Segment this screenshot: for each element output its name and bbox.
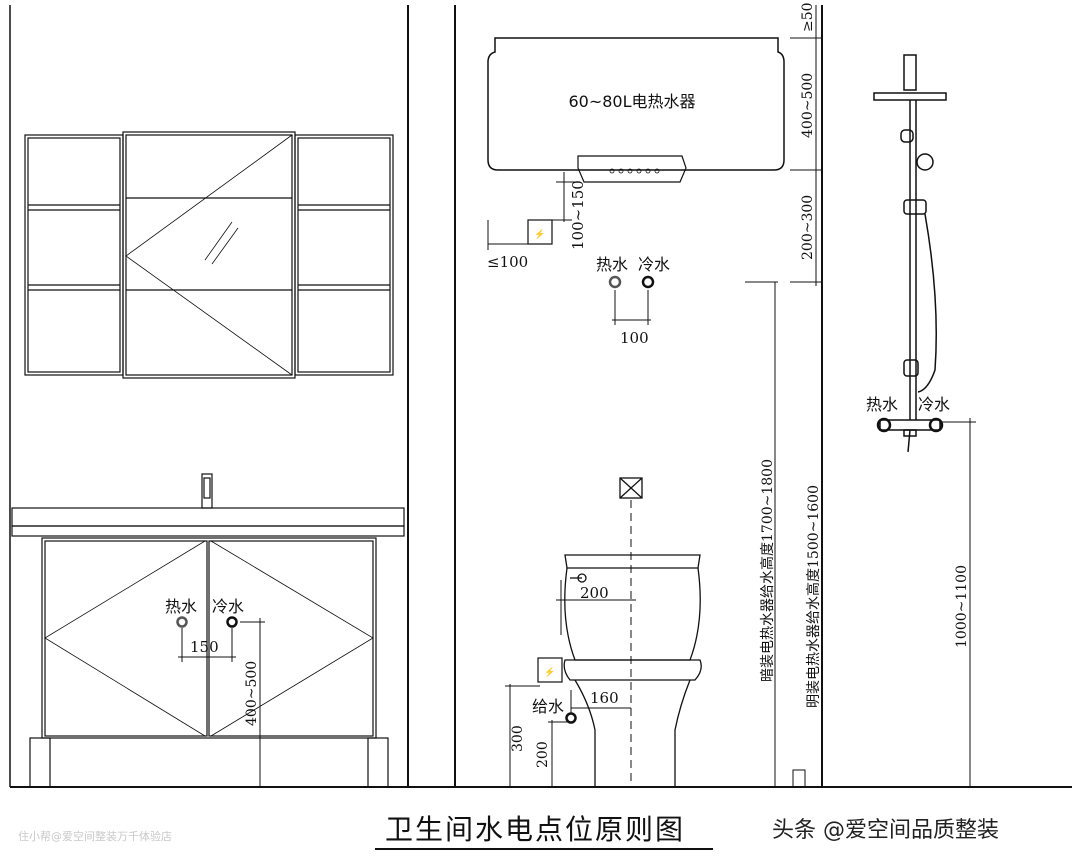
toilet-supply-point-icon bbox=[565, 712, 577, 724]
dim-concealed-height: 暗装电热水器给水高度1700~1800 bbox=[759, 459, 776, 682]
socket-toilet: ⚡ bbox=[537, 657, 563, 683]
hot-water-point-icon bbox=[608, 275, 622, 289]
svg-text:⚡: ⚡ bbox=[534, 228, 545, 240]
shower-cold-label: 冷水 bbox=[918, 395, 950, 414]
basin-hot-label: 热水 bbox=[165, 597, 197, 616]
cold-water-point-icon bbox=[641, 275, 655, 289]
heater-label: 60~80L电热水器 bbox=[568, 92, 695, 111]
dim-socket-offset: 100~150 bbox=[569, 180, 587, 250]
water-heater bbox=[487, 37, 785, 183]
author-credit: 头条 @爱空间品质整装 bbox=[772, 818, 999, 843]
shower-hot-label: 热水 bbox=[866, 395, 898, 414]
dim-exposed-height: 明装电热水器给水高度1500~1600 bbox=[805, 485, 822, 708]
dim-toilet-supply-offset: 160 bbox=[590, 689, 619, 707]
dim-heater-gap: 200~300 bbox=[800, 195, 816, 260]
dim-heater-spacing: 100 bbox=[620, 329, 649, 347]
shower-set bbox=[873, 54, 947, 453]
dim-toilet-center: 200 bbox=[580, 584, 609, 602]
socket-heater: ⚡ bbox=[527, 219, 553, 245]
basin-cold-point-icon bbox=[226, 616, 238, 628]
dim-toilet-supply-height: 200 bbox=[535, 741, 551, 768]
vanity-cabinet bbox=[11, 473, 405, 788]
svg-text:⚡: ⚡ bbox=[544, 666, 555, 678]
heater-hot-label: 热水 bbox=[596, 255, 628, 274]
dim-basin-spacing: 150 bbox=[190, 638, 219, 656]
toilet-supply-label: 给水 bbox=[532, 697, 564, 716]
dim-socket-side: ≤100 bbox=[487, 253, 528, 271]
heater-cold-label: 冷水 bbox=[638, 255, 670, 274]
dim-toilet-socket-height: 300 bbox=[510, 725, 526, 752]
basin-cold-label: 冷水 bbox=[212, 597, 244, 616]
dim-shower-height: 1000~1100 bbox=[954, 565, 970, 648]
watermark: 住小帮@爱空间整装万千体验店 bbox=[18, 830, 172, 843]
dim-top-ge: ≥50 bbox=[800, 2, 816, 32]
basin-hot-point-icon bbox=[176, 616, 188, 628]
title-underline bbox=[375, 848, 713, 850]
toilet bbox=[563, 477, 702, 787]
dim-heater-height: 400~500 bbox=[800, 73, 816, 138]
mirror-cabinet bbox=[24, 131, 394, 379]
page-title: 卫生间水电点位原则图 bbox=[385, 813, 686, 846]
dim-basin-height: 400~500 bbox=[244, 661, 260, 726]
